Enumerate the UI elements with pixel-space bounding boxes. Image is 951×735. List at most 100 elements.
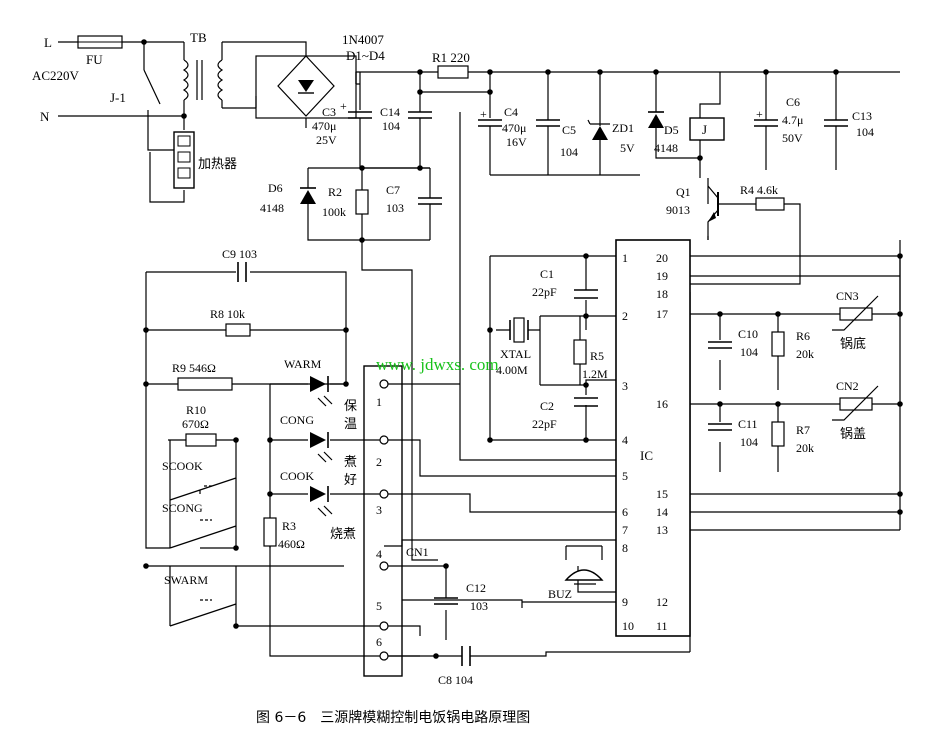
cn2-position-label: 锅盖 (840, 426, 866, 442)
c14-capacitor-symbol (408, 111, 432, 140)
led-cong-cn-1: 煮 (344, 455, 357, 470)
relay-coil-label: J (702, 122, 707, 137)
cn3-thermistor-symbol (832, 295, 879, 331)
ic-pin-1: 1 (622, 251, 628, 265)
c3-label: C3 (322, 105, 336, 119)
switch-symbols (169, 477, 237, 627)
svg-text:+: + (340, 99, 347, 113)
cn1-pin-3: 3 (376, 503, 382, 517)
relay-coil-j-symbol (689, 117, 725, 141)
led-cook-label: COOK (280, 469, 314, 483)
ic-pin-18: 18 (656, 287, 668, 301)
r10-label: R10 (186, 403, 206, 417)
c10-value: 104 (740, 345, 758, 359)
ic-pin-10: 10 (622, 619, 634, 633)
c8-label: C8 104 (438, 673, 473, 687)
junction-dots (141, 39, 903, 659)
r2-resistor-symbol (355, 189, 369, 215)
c14-label: C14 (380, 105, 400, 119)
buzzer-label: BUZ (548, 587, 572, 601)
c5-capacitor-symbol (536, 119, 560, 150)
q1-label: Q1 (676, 185, 691, 199)
ic-pin-12: 12 (656, 595, 668, 609)
heater-label: 加热器 (198, 157, 237, 172)
ic-body (615, 239, 691, 637)
c4-value: 470μ (502, 121, 526, 135)
buzzer-symbol (564, 546, 604, 585)
c13-value: 104 (856, 125, 874, 139)
c12-label: C12 (466, 581, 486, 595)
svg-text:+: + (756, 107, 763, 121)
c11-value: 104 (740, 435, 758, 449)
d5-label: D5 (664, 123, 679, 137)
cn2-thermistor-symbol (832, 385, 879, 421)
led-warm-cn-2: 温 (344, 417, 357, 432)
r10-resistor-symbol (185, 433, 217, 447)
r3-resistor-symbol (263, 517, 277, 547)
d6-label: D6 (268, 181, 283, 195)
led-cong-cn-2: 好 (344, 473, 357, 488)
cn2-label: CN2 (836, 379, 859, 393)
ic-pin-17: 17 (656, 307, 668, 321)
led-symbols (310, 376, 333, 517)
led-warm-cn-1: 保 (344, 399, 357, 414)
c8-capacitor-symbol (436, 646, 500, 666)
r2-label: R2 (328, 185, 342, 199)
c10-label: C10 (738, 327, 758, 341)
r1-label: R1 220 (432, 50, 470, 65)
d6-diode-symbol (300, 180, 316, 212)
mains-voltage-label: AC220V (32, 68, 80, 83)
r4-resistor-symbol (755, 197, 785, 211)
cn3-position-label: 锅底 (840, 336, 866, 352)
c4-label: C4 (504, 105, 518, 119)
switch-swarm-label: SWARM (164, 573, 208, 587)
c6-voltage: 50V (782, 131, 803, 145)
d6-value: 4148 (260, 201, 284, 215)
c9-label: C9 103 (222, 247, 257, 261)
r3-value: 460Ω (278, 537, 305, 551)
c5-value: 104 (560, 145, 578, 159)
ic-pin-7: 7 (622, 523, 628, 537)
ic-pin-6: 6 (622, 505, 628, 519)
c4-capacitor-symbol: + (478, 107, 502, 155)
c1-value: 22pF (532, 285, 557, 299)
r7-value: 20k (796, 441, 814, 455)
q1-transistor-symbol (707, 185, 719, 240)
c5-label: C5 (562, 123, 576, 137)
c13-capacitor-symbol (824, 119, 848, 150)
c7-capacitor-symbol (418, 190, 442, 214)
r10-value: 670Ω (182, 417, 209, 431)
c12-value: 103 (470, 599, 488, 613)
watermark-text: www. jdwxs. com (376, 355, 499, 374)
c13-label: C13 (852, 109, 872, 123)
fuse-symbol (77, 35, 123, 49)
r8-resistor-symbol (225, 323, 251, 337)
zd1-label: ZD1 (612, 121, 634, 135)
r6-value: 20k (796, 347, 814, 361)
ic-pin-8: 8 (622, 541, 628, 555)
r5-value: 1.2M (582, 367, 608, 381)
ic-pin-11: 11 (656, 619, 668, 633)
cn3-label: CN3 (836, 289, 859, 303)
d5-diode-symbol (648, 104, 664, 140)
led-warm-label: WARM (284, 357, 322, 371)
ic-pin-3: 3 (622, 379, 628, 393)
r4-label: R4 4.6k (740, 183, 778, 197)
r2-value: 100k (322, 205, 346, 219)
cn1-connector-symbol (363, 365, 403, 677)
bridge-part-label: 1N4007 (342, 32, 384, 47)
led-cook-cn: 烧煮 (330, 527, 356, 542)
c10-capacitor-symbol (708, 341, 732, 349)
c2-value: 22pF (532, 417, 557, 431)
ic-pin-14: 14 (656, 505, 668, 519)
wires (58, 41, 901, 657)
c3-voltage: 25V (316, 133, 337, 147)
d5-value: 4148 (654, 141, 678, 155)
c12-capacitor-symbol (434, 597, 458, 605)
ic-pin-5: 5 (622, 469, 628, 483)
r3-label: R3 (282, 519, 296, 533)
figure-caption: 图 6－6 三源牌模糊控制电饭锅电路原理图 (256, 709, 530, 726)
r6-label: R6 (796, 329, 810, 343)
c2-capacitor-symbol (574, 397, 598, 407)
c11-label: C11 (738, 417, 758, 431)
